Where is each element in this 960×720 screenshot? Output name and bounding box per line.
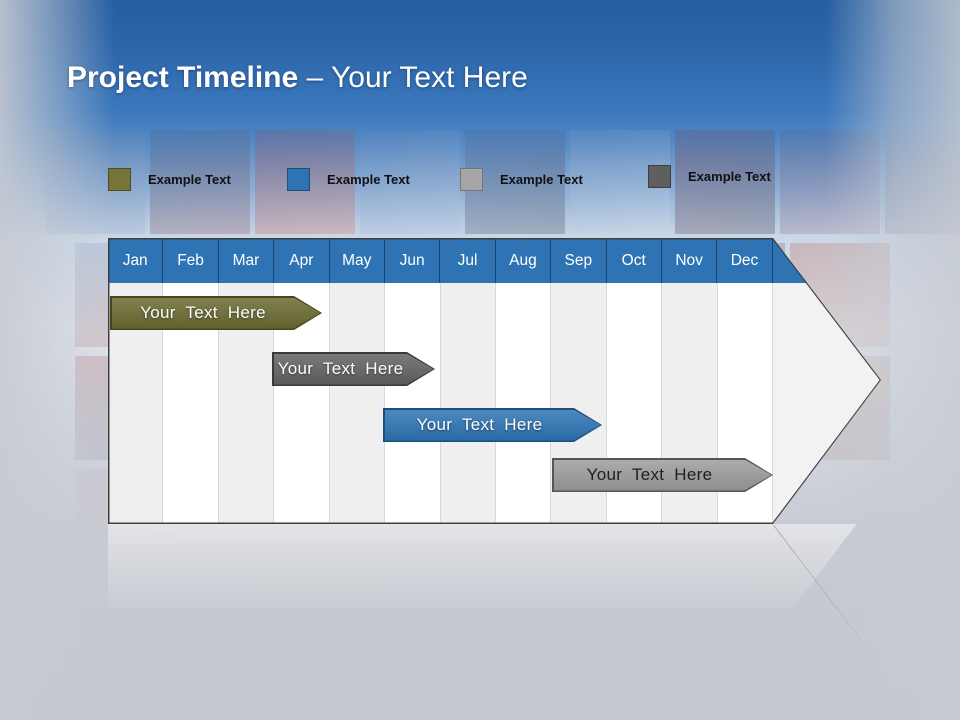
month-cell: Feb bbox=[163, 238, 219, 283]
month-column bbox=[329, 283, 386, 524]
timeline-bar-blue-body: Your Text Here bbox=[385, 410, 601, 441]
month-cell: Nov bbox=[662, 238, 718, 283]
timeline-bar-dark-gray: Your Text Here bbox=[272, 352, 435, 386]
slide-title-subtitle: – Your Text Here bbox=[306, 61, 528, 94]
month-cell: Jul bbox=[440, 238, 496, 283]
legend-swatch-olive bbox=[108, 168, 131, 191]
month-cell: Jan bbox=[108, 238, 164, 283]
timeline-bar-blue: Your Text Here bbox=[383, 408, 602, 442]
timeline-bar-light-gray: Your Text Here bbox=[552, 458, 773, 492]
month-cell: Apr bbox=[274, 238, 330, 283]
legend-item-3: Example Text bbox=[460, 168, 583, 191]
bar-label: Your Text Here bbox=[586, 465, 713, 484]
slide-title: Project Timeline – Your Text Here bbox=[67, 61, 528, 95]
month-column bbox=[385, 283, 441, 524]
month-cell: Mar bbox=[219, 238, 275, 283]
month-cell: Dec bbox=[717, 238, 773, 283]
legend-item-4: Example Text bbox=[648, 165, 771, 188]
legend-label: Example Text bbox=[688, 169, 771, 184]
bar-label: Your Text Here bbox=[277, 359, 404, 378]
bar-label: Your Text Here bbox=[140, 303, 266, 322]
timeline-bar-olive-body: Your Text Here bbox=[112, 298, 321, 329]
bar-label: Your Text Here bbox=[416, 415, 543, 434]
legend-swatch-light-gray bbox=[460, 168, 483, 191]
timeline-bar-olive: Your Text Here bbox=[110, 296, 322, 330]
slide-title-bold: Project Timeline bbox=[67, 61, 299, 94]
month-cell: Sep bbox=[551, 238, 607, 283]
legend-swatch-dark-gray bbox=[648, 165, 671, 188]
legend-item-2: Example Text bbox=[287, 168, 410, 191]
month-cell: Jun bbox=[385, 238, 441, 283]
month-cell: May bbox=[330, 238, 385, 283]
month-column bbox=[440, 283, 496, 524]
timeline-bar-dark-gray-body: Your Text Here bbox=[274, 354, 434, 385]
legend-label: Example Text bbox=[327, 172, 410, 187]
month-cell: Oct bbox=[607, 238, 662, 283]
legend-label: Example Text bbox=[500, 172, 583, 187]
legend-swatch-blue bbox=[287, 168, 310, 191]
legend-item-1: Example Text bbox=[108, 168, 231, 191]
timeline-bar-light-gray-body: Your Text Here bbox=[554, 460, 772, 491]
month-cell: Aug bbox=[496, 238, 552, 283]
legend-label: Example Text bbox=[148, 172, 231, 187]
month-column bbox=[495, 283, 552, 524]
